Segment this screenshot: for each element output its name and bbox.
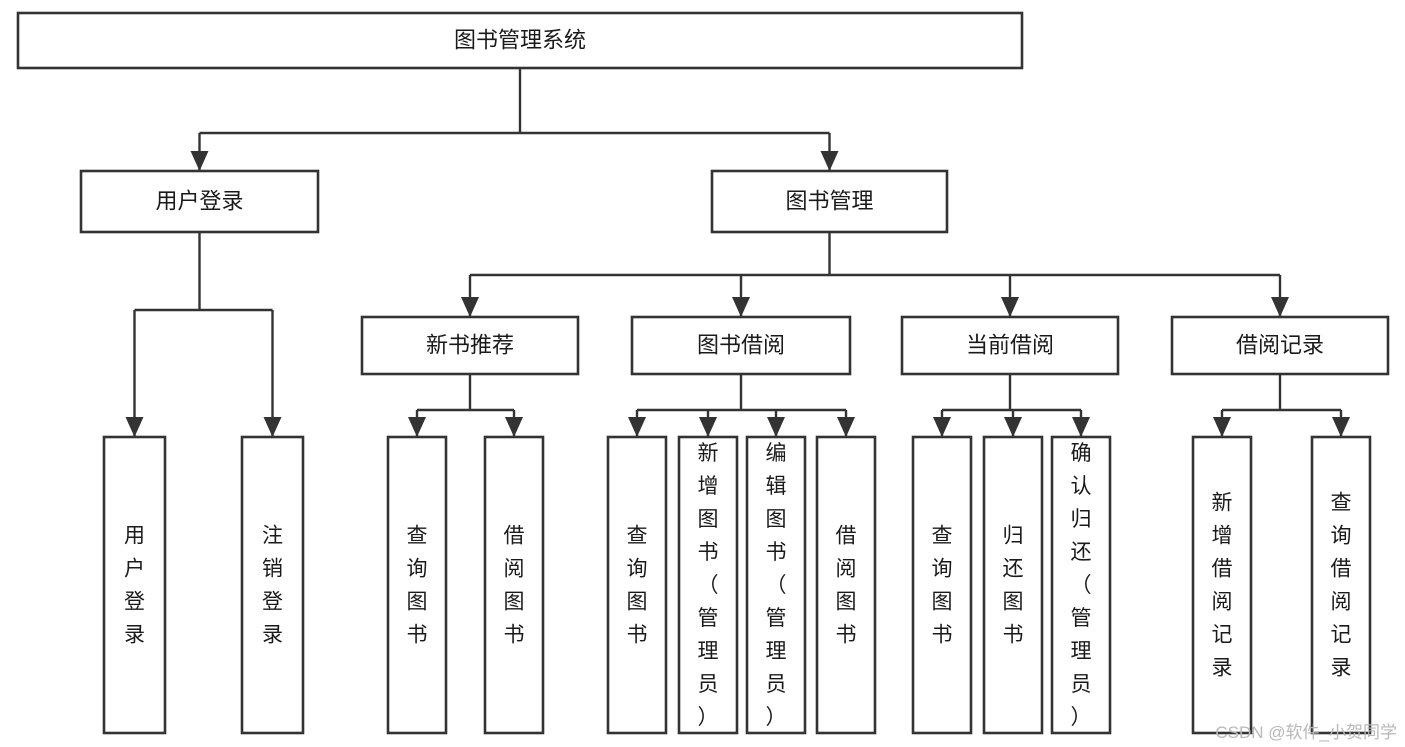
level3-node-borrow-records[interactable]: 借阅记录	[1170, 315, 1390, 376]
leaf-node-leaf-query-book-current[interactable]: 查询图书	[911, 435, 973, 735]
node-box	[630, 315, 852, 376]
level3-node-current-borrow[interactable]: 当前借阅	[900, 315, 1120, 376]
node-label: 图书借阅	[697, 332, 785, 357]
node-label: 归还图书	[1003, 524, 1024, 646]
node-label: 借阅图书	[504, 524, 525, 646]
node-box	[815, 435, 877, 735]
arrow-head-icon	[837, 417, 855, 437]
node-box	[483, 435, 545, 735]
node-label: 当前借阅	[966, 332, 1054, 357]
node-box	[911, 435, 973, 735]
node-box	[102, 435, 167, 735]
node-box	[900, 315, 1120, 376]
arrow-head-icon	[125, 417, 144, 437]
node-box	[1310, 435, 1372, 735]
node-box	[745, 435, 807, 735]
node-label: 图书管理系统	[454, 27, 586, 52]
arrow-head-icon	[820, 151, 839, 171]
arrow-head-icon	[767, 417, 785, 437]
node-box	[982, 435, 1044, 735]
leaf-node-leaf-return-book[interactable]: 归还图书	[982, 435, 1044, 735]
root-node-root[interactable]: 图书管理系统	[16, 11, 1024, 70]
node-boxes: 图书管理系统用户登录图书管理新书推荐图书借阅当前借阅借阅记录用户登录注销登录查询…	[16, 11, 1390, 735]
node-box	[1050, 435, 1112, 735]
node-label: 编辑图书（管理员）	[766, 442, 787, 729]
leaf-node-leaf-query-book-rec[interactable]: 查询图书	[386, 435, 448, 735]
arrow-head-icon	[1271, 297, 1289, 317]
connector-edges	[125, 68, 1350, 437]
leaf-node-leaf-user-login[interactable]: 用户登录	[102, 435, 167, 735]
node-label: 新书推荐	[426, 332, 514, 357]
leaf-node-leaf-edit-book-admin[interactable]: 编辑图书（管理员）	[745, 435, 807, 735]
node-box	[1191, 435, 1253, 735]
arrow-head-icon	[699, 417, 717, 437]
node-label: 借阅图书	[836, 524, 857, 646]
arrow-head-icon	[1001, 297, 1019, 317]
leaf-node-leaf-query-borrow-record[interactable]: 查询借阅记录	[1310, 435, 1372, 735]
node-box	[710, 169, 949, 234]
node-label: 新增图书（管理员）	[698, 442, 719, 729]
level2-node-user-login[interactable]: 用户登录	[79, 169, 320, 234]
leaf-node-leaf-query-book-borrow[interactable]: 查询图书	[606, 435, 668, 735]
arrow-head-icon	[190, 151, 209, 171]
node-label: 查询图书	[627, 524, 648, 646]
arrow-head-icon	[1004, 417, 1022, 437]
arrow-head-icon	[263, 417, 282, 437]
arrow-head-icon	[1213, 417, 1231, 437]
level3-node-book-borrow[interactable]: 图书借阅	[630, 315, 852, 376]
arrow-head-icon	[732, 297, 750, 317]
node-label: 注销登录	[262, 524, 283, 646]
level3-node-new-book-recommend[interactable]: 新书推荐	[360, 315, 580, 376]
node-label: 查询借阅记录	[1331, 491, 1352, 679]
node-box	[360, 315, 580, 376]
node-label: 查询图书	[407, 524, 428, 646]
leaf-node-leaf-add-borrow-record[interactable]: 新增借阅记录	[1191, 435, 1253, 735]
arrow-head-icon	[505, 417, 523, 437]
node-label: 借阅记录	[1236, 332, 1324, 357]
arrow-head-icon	[628, 417, 646, 437]
node-box	[677, 435, 739, 735]
node-box	[240, 435, 305, 735]
arrow-head-icon	[933, 417, 951, 437]
node-label: 用户登录	[124, 524, 145, 646]
node-box	[1170, 315, 1390, 376]
arrow-head-icon	[1332, 417, 1350, 437]
node-label: 图书管理	[785, 188, 873, 213]
level2-node-book-management[interactable]: 图书管理	[710, 169, 949, 234]
node-box	[386, 435, 448, 735]
leaf-node-leaf-logout[interactable]: 注销登录	[240, 435, 305, 735]
node-box	[606, 435, 668, 735]
arrow-head-icon	[1072, 417, 1090, 437]
node-box	[79, 169, 320, 234]
node-label: 新增借阅记录	[1212, 491, 1233, 679]
node-label: 用户登录	[155, 188, 243, 213]
arrow-head-icon	[408, 417, 426, 437]
arrow-head-icon	[461, 297, 479, 317]
leaf-node-leaf-add-book-admin[interactable]: 新增图书（管理员）	[677, 435, 739, 735]
leaf-node-leaf-confirm-return-admin[interactable]: 确认归还（管理员）	[1050, 435, 1112, 735]
node-label: 查询图书	[932, 524, 953, 646]
leaf-node-leaf-borrow-book-rec[interactable]: 借阅图书	[483, 435, 545, 735]
leaf-node-leaf-borrow-book-borrow[interactable]: 借阅图书	[815, 435, 877, 735]
node-box	[16, 11, 1024, 70]
node-label: 确认归还（管理员）	[1071, 442, 1092, 729]
